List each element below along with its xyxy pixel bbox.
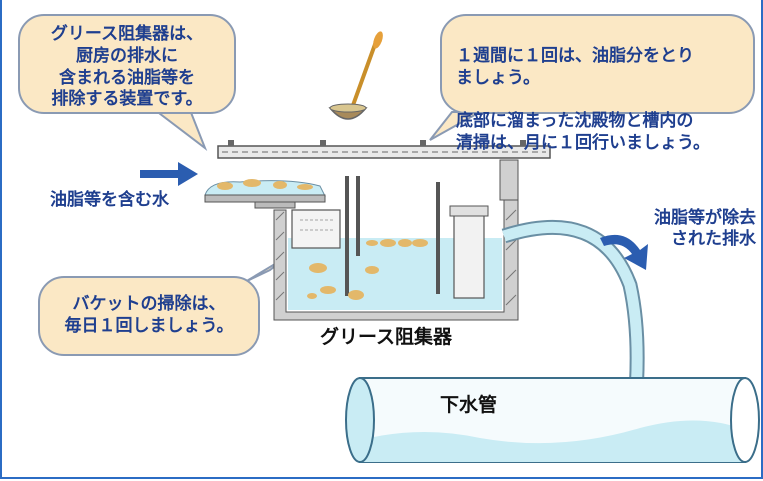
ladle-icon [328, 31, 383, 120]
outflow-label: 油脂等が除去 された排水 [654, 208, 756, 250]
outflow-pipe [501, 219, 645, 393]
inflow-arrow-icon [140, 162, 198, 186]
sewer-pipe [345, 377, 760, 463]
bubble-weekly-cleaning: １週間に１回は、油脂分をとり ましょう。 底部に溜まった沈殿物と槽内の 清掃は、… [440, 14, 755, 153]
sewer-label: 下水管 [440, 394, 498, 416]
bubble-device-description: グリース阻集器は、 厨房の排水に 含まれる油脂等を 排除する装置です。 [18, 14, 236, 114]
grating-lid [217, 140, 551, 159]
bubble-basket-cleaning: バケットの掃除は、 毎日１回しましょう。 [38, 276, 260, 356]
outflow-arrow-icon [600, 234, 648, 270]
inflow-trough [204, 179, 326, 209]
monthly-cleaning-instruction: 底部に溜まった沈殿物と槽内の 清掃は、月に１回行いましょう。 [456, 111, 710, 153]
weekly-grease-instruction: １週間に１回は、油脂分をとり ましょう。 [456, 45, 694, 88]
device-name-label: グリース阻集器 [320, 326, 453, 348]
tank-body [273, 159, 519, 321]
inflow-label: 油脂等を含む水 [50, 190, 169, 210]
